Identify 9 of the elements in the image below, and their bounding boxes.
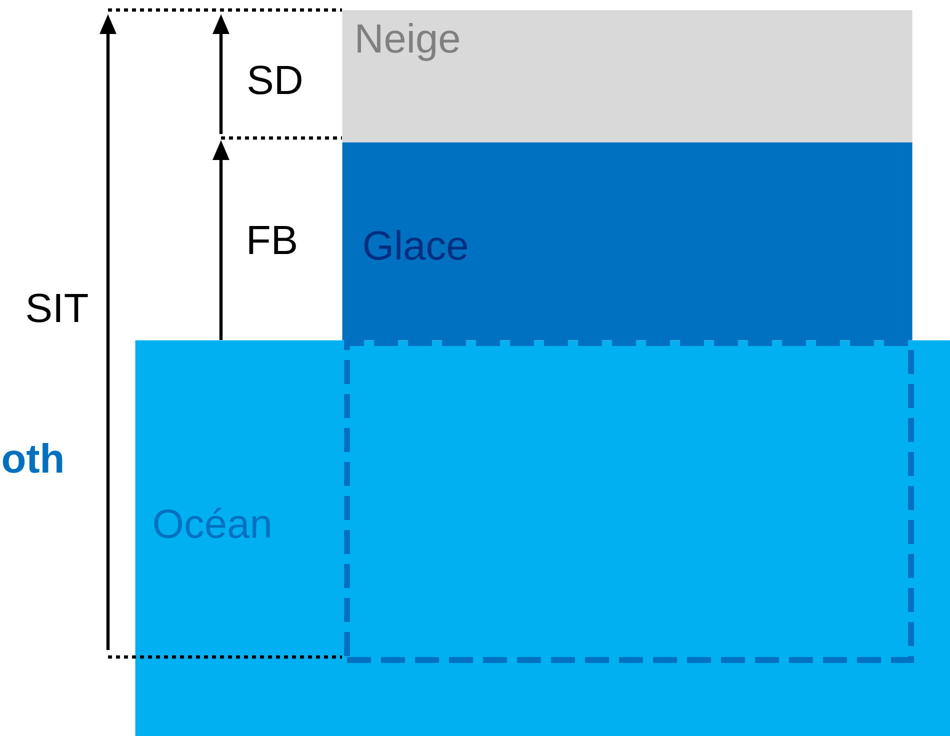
ocean-area: Océan <box>135 340 950 736</box>
snow-layer: Neige <box>342 10 912 142</box>
dimension-label: SIT <box>27 294 88 322</box>
dimension-label: FB <box>249 226 296 254</box>
node-label: Glace <box>364 230 467 260</box>
dimension-label: SD <box>248 66 302 94</box>
ice-layer: Glace <box>342 142 912 340</box>
side-label: oth <box>2 443 62 473</box>
submerged-ice-outline <box>344 340 914 663</box>
